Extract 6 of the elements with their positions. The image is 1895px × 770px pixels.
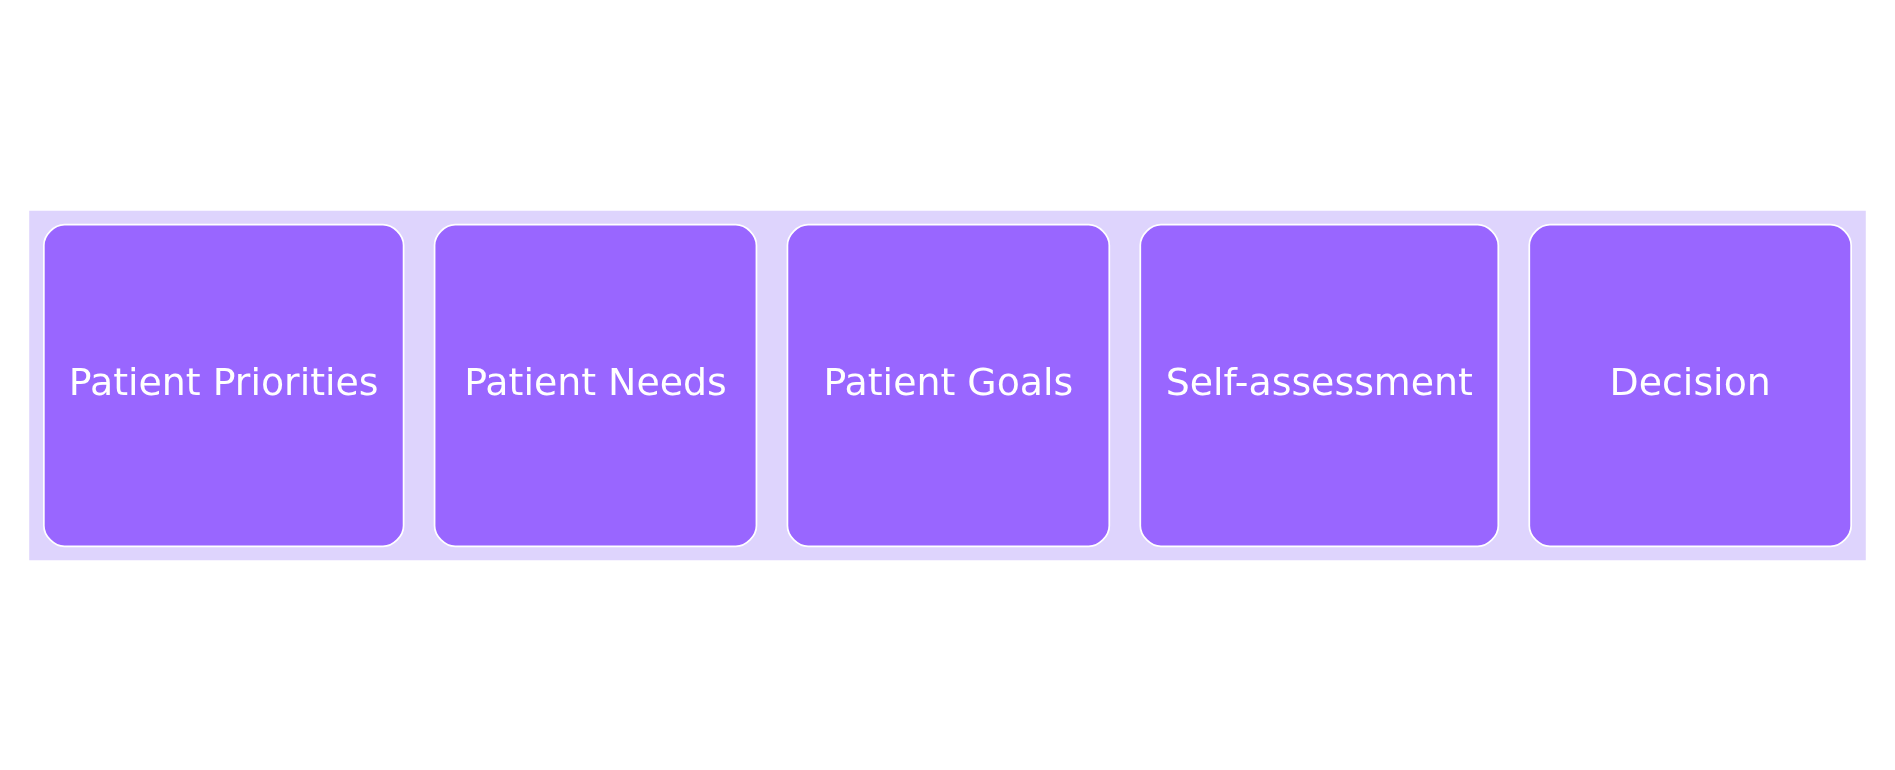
cluster [29,210,1866,560]
node-box: Patient Goals [786,223,1111,547]
node-box: Decision [1528,223,1852,547]
node-box: Patient Needs [433,223,758,547]
node-box: Patient Priorities [43,223,405,547]
node-box: Self-assessment [1139,223,1500,547]
